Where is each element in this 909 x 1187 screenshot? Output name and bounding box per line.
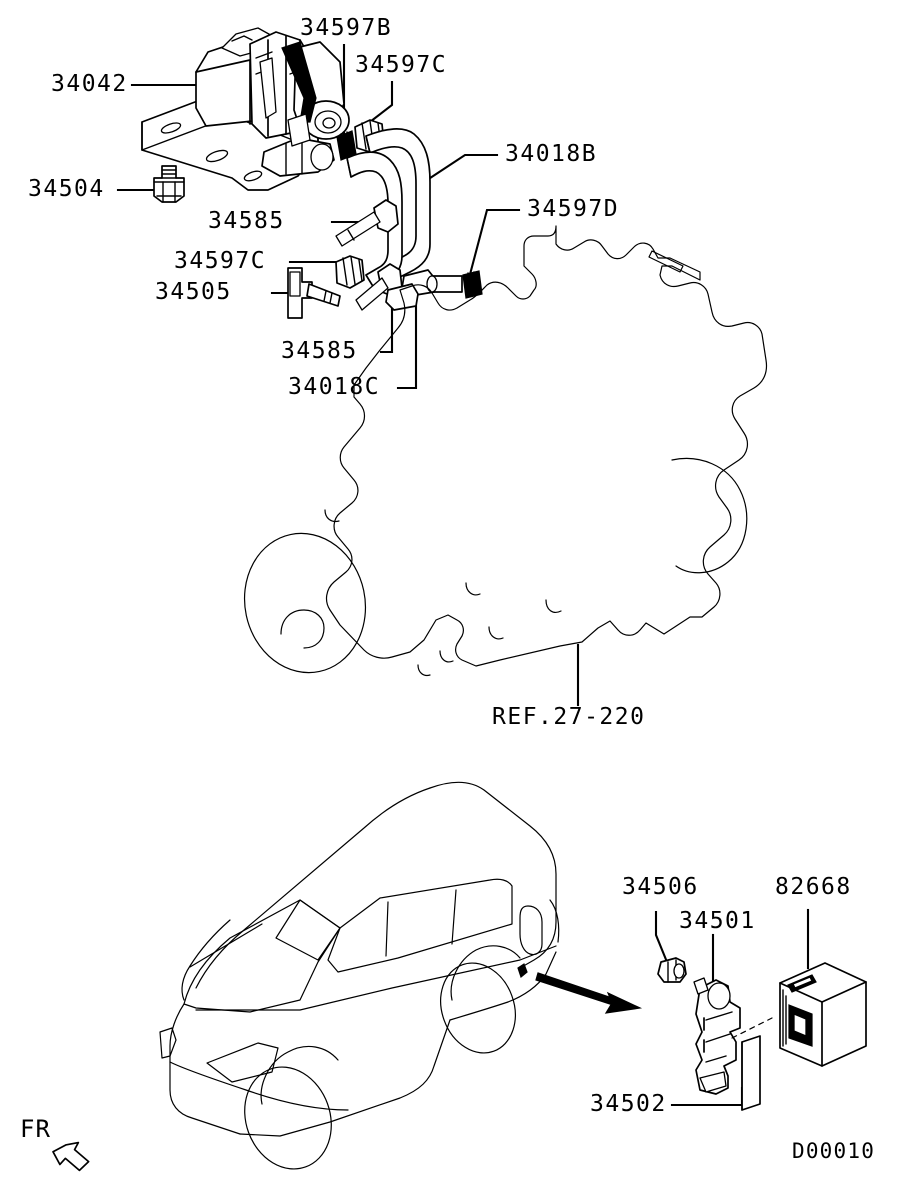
part-label-34502: 34502 bbox=[590, 1091, 667, 1117]
part-label-34506: 34506 bbox=[622, 874, 699, 900]
leader-34018C bbox=[396, 281, 418, 390]
transmission-case-ref-27-220 bbox=[243, 225, 768, 677]
part-label-34505: 34505 bbox=[155, 279, 232, 305]
part-label-82668: 82668 bbox=[775, 874, 852, 900]
leader-34585-lower bbox=[379, 301, 394, 354]
part-label-34597C-low: 34597C bbox=[174, 248, 267, 274]
insulator-34502 bbox=[741, 1035, 761, 1111]
clamp-34597C-lower bbox=[335, 255, 365, 289]
part-label-34597C-top: 34597C bbox=[355, 52, 448, 78]
part-label-34597B: 34597B bbox=[300, 15, 393, 41]
direction-marker-label: FR bbox=[20, 1115, 51, 1143]
sensor-34505 bbox=[287, 267, 341, 319]
leader-34506 bbox=[654, 910, 669, 964]
leader-34597D bbox=[466, 208, 521, 284]
part-label-34585-upper: 34585 bbox=[208, 208, 285, 234]
part-label-34597D: 34597D bbox=[527, 196, 620, 222]
location-pointer-arrow bbox=[535, 972, 643, 1014]
clip-34585-upper bbox=[335, 199, 399, 247]
pump-motor-assembly-34042 bbox=[141, 27, 350, 191]
part-label-34585-lower: 34585 bbox=[281, 338, 358, 364]
bracket-34501 bbox=[693, 977, 741, 1095]
hose-end-fittings bbox=[385, 269, 463, 311]
grommet-34597D bbox=[462, 270, 483, 299]
drawing-code-label: D00010 bbox=[792, 1139, 876, 1163]
assembly-guide-line bbox=[731, 1017, 773, 1039]
control-unit-82668 bbox=[779, 962, 867, 1067]
plug-34504 bbox=[153, 165, 185, 203]
part-label-34501: 34501 bbox=[679, 908, 756, 934]
reference-label-27-220: REF.27-220 bbox=[492, 704, 646, 730]
leader-34597C-top bbox=[364, 80, 394, 127]
screw-34506 bbox=[657, 957, 687, 983]
vehicle-body-outline bbox=[159, 781, 560, 1170]
leader-34018B bbox=[422, 153, 499, 184]
hose-34018C bbox=[346, 151, 403, 289]
part-label-34018B: 34018B bbox=[505, 141, 598, 167]
part-label-34504: 34504 bbox=[28, 176, 105, 202]
fr-arrow-icon bbox=[52, 1141, 90, 1172]
part-label-34042: 34042 bbox=[51, 71, 128, 97]
part-label-34018C: 34018C bbox=[288, 374, 381, 400]
